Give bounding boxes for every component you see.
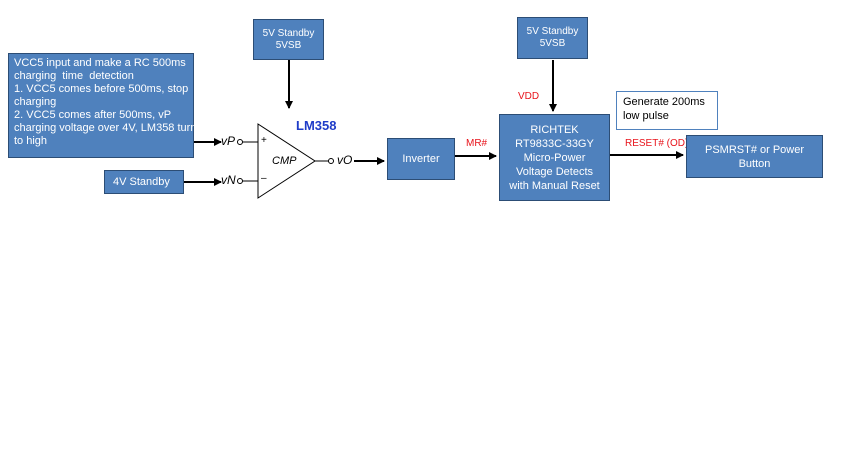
desc-line: 2. VCC5 comes after 500ms, vP — [14, 109, 172, 121]
output-line1: PSMRST# or Power — [704, 143, 805, 156]
standby-line1: 5V Standby — [262, 27, 315, 39]
richtek-line: RT9833C-33GY — [515, 137, 594, 150]
standby-line2: 5VSB — [539, 38, 566, 49]
plus-sign: + — [261, 135, 267, 146]
standby-4v-label: 4V Standby — [113, 176, 170, 188]
vo-label: vO — [337, 153, 353, 167]
reset-signal-label: RESET# (OD) — [625, 138, 689, 149]
cmp-label: CMP — [272, 155, 297, 167]
desc-line: 1. VCC5 comes before 500ms, stop — [14, 83, 189, 95]
desc-line: charging voltage over 4V, LM358 turn — [14, 122, 197, 134]
standby-4v-box: 4V Standby — [104, 170, 184, 194]
vp-label: vP — [221, 134, 236, 148]
richtek-line: with Manual Reset — [509, 179, 600, 192]
output-line2: Button — [738, 157, 771, 170]
standby-5vsb-left: 5V Standby 5VSB — [253, 19, 324, 60]
desc-line: to high — [14, 135, 48, 147]
note-line2: low pulse — [623, 110, 669, 122]
vn-label: vN — [221, 173, 236, 187]
description-box: VCC5 input and make a RC 500ms charging … — [8, 53, 197, 158]
vdd-signal-label: VDD — [518, 91, 540, 102]
pulse-note-box: Generate 200ms low pulse — [616, 91, 718, 130]
psmrst-output-box: PSMRST# or Power Button — [686, 135, 823, 178]
standby-5vsb-right: 5V Standby 5VSB — [517, 17, 588, 59]
minus-sign: – — [261, 173, 267, 184]
richtek-line: RICHTEK — [530, 123, 579, 136]
note-line1: Generate 200ms — [623, 96, 705, 108]
inverter-box: Inverter — [387, 138, 455, 180]
richtek-box: RICHTEK RT9833C-33GY Micro-Power Voltage… — [499, 114, 610, 201]
standby-line1: 5V Standby — [526, 26, 579, 37]
inverter-label: Inverter — [402, 152, 440, 165]
desc-line: charging time detection — [14, 70, 134, 82]
standby-line2: 5VSB — [275, 39, 302, 51]
desc-line: VCC5 input and make a RC 500ms — [14, 57, 186, 69]
desc-line: charging — [14, 96, 57, 108]
richtek-line: Micro-Power — [523, 151, 586, 164]
comparator-triangle — [257, 123, 316, 199]
richtek-line: Voltage Detects — [515, 165, 594, 178]
lm358-label: LM358 — [296, 118, 337, 133]
mr-signal-label: MR# — [466, 138, 488, 149]
